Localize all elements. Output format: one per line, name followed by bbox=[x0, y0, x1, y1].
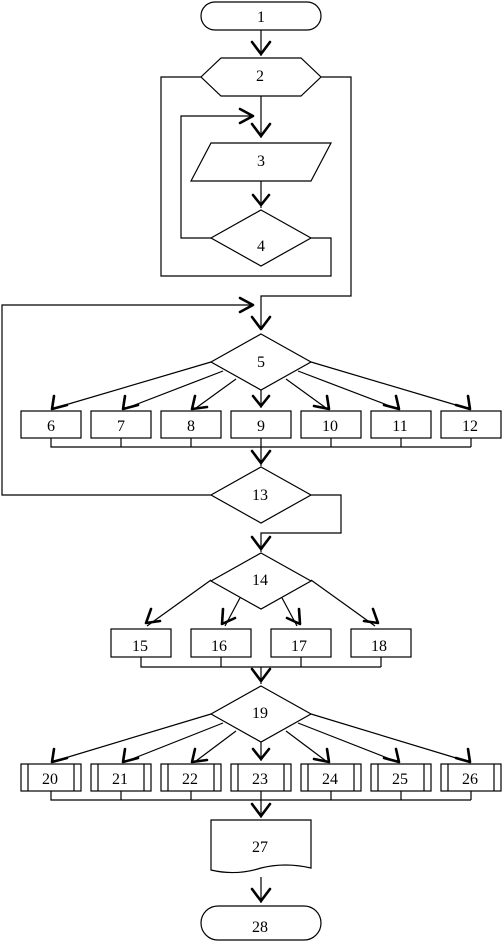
node-18-label: 18 bbox=[371, 638, 387, 655]
node-6-label: 6 bbox=[47, 418, 55, 435]
node-23-label: 23 bbox=[252, 771, 268, 788]
node-24-label: 24 bbox=[322, 771, 338, 788]
edge-13-loop-5 bbox=[1, 304, 252, 496]
node-26-label: 26 bbox=[462, 771, 478, 788]
arrowhead-icon bbox=[250, 535, 272, 551]
node-10-process: 10 bbox=[300, 410, 362, 439]
arrowhead-icon bbox=[250, 667, 272, 683]
branch-14-edges bbox=[144, 579, 380, 627]
node-20-predefined: 20 bbox=[20, 763, 82, 792]
node-13-decision: 13 bbox=[209, 466, 313, 524]
node-15-label: 15 bbox=[132, 638, 148, 655]
edge-13-14 bbox=[260, 494, 342, 552]
node-27-label: 27 bbox=[252, 839, 268, 856]
node-4-label: 4 bbox=[257, 238, 265, 255]
node-6-process: 6 bbox=[20, 410, 82, 439]
node-22-predefined: 22 bbox=[160, 763, 222, 792]
node-25-predefined: 25 bbox=[370, 763, 432, 792]
node-4-decision: 4 bbox=[209, 209, 313, 267]
arrowhead-icon bbox=[251, 193, 271, 207]
node-15-process: 15 bbox=[110, 628, 172, 658]
node-11-process: 11 bbox=[370, 410, 432, 439]
node-27-document: 27 bbox=[210, 819, 312, 874]
node-21-label: 21 bbox=[112, 771, 128, 788]
node-1-start: 1 bbox=[200, 1, 322, 31]
node-11-label: 11 bbox=[392, 418, 407, 435]
node-12-process: 12 bbox=[440, 410, 502, 439]
node-7-label: 7 bbox=[117, 418, 125, 435]
arrowhead-icon bbox=[238, 107, 255, 125]
node-9-process: 9 bbox=[230, 410, 292, 439]
node-21-predefined: 21 bbox=[90, 763, 152, 792]
arrowhead-icon bbox=[250, 449, 272, 465]
node-9-label: 9 bbox=[257, 418, 265, 435]
node-20-label: 20 bbox=[42, 771, 58, 788]
node-18-process: 18 bbox=[350, 628, 412, 658]
node-25-label: 25 bbox=[392, 771, 408, 788]
node-28-end: 28 bbox=[200, 905, 322, 941]
node-12-label: 12 bbox=[462, 418, 478, 435]
branch-19-edges bbox=[50, 713, 472, 764]
node-17-process: 17 bbox=[270, 628, 332, 658]
node-19-label: 19 bbox=[252, 705, 268, 722]
node-17-label: 17 bbox=[291, 638, 307, 655]
merge-6-12 bbox=[50, 438, 472, 466]
node-14-label: 14 bbox=[252, 572, 268, 589]
node-10-label: 10 bbox=[322, 418, 338, 435]
edge-4-loop-2 bbox=[160, 76, 332, 277]
node-16-label: 16 bbox=[211, 638, 227, 655]
arrowhead-icon bbox=[250, 887, 272, 903]
arrowhead-icon bbox=[250, 122, 272, 138]
merge-20-26 bbox=[50, 791, 472, 818]
edge-2-exit bbox=[260, 76, 352, 330]
node-8-label: 8 bbox=[187, 418, 195, 435]
arrowhead-icon bbox=[250, 315, 272, 331]
node-22-label: 22 bbox=[182, 771, 198, 788]
node-7-process: 7 bbox=[90, 410, 152, 439]
node-1-label: 1 bbox=[257, 9, 265, 26]
node-5-label: 5 bbox=[257, 354, 265, 371]
edge-4-loop-3 bbox=[180, 115, 252, 239]
node-3-io: 3 bbox=[190, 142, 332, 182]
arrowhead-icon bbox=[238, 296, 255, 314]
node-8-process: 8 bbox=[160, 410, 222, 439]
branch-5-edges bbox=[50, 361, 472, 411]
node-16-process: 16 bbox=[190, 628, 252, 658]
node-3-label: 3 bbox=[257, 153, 265, 170]
node-2-loop: 2 bbox=[200, 57, 322, 97]
node-28-label: 28 bbox=[252, 919, 268, 936]
node-24-predefined: 24 bbox=[300, 763, 362, 792]
node-23-predefined: 23 bbox=[230, 763, 292, 792]
node-19-decision: 19 bbox=[209, 685, 313, 743]
merge-15-18 bbox=[140, 657, 382, 684]
node-2-label: 2 bbox=[256, 68, 264, 85]
node-5-decision: 5 bbox=[209, 333, 313, 391]
node-14-decision: 14 bbox=[209, 552, 313, 610]
node-13-label: 13 bbox=[252, 487, 268, 504]
connectors bbox=[1, 30, 472, 903]
arrowhead-icon bbox=[250, 40, 272, 56]
arrowhead-icon bbox=[250, 802, 272, 818]
node-26-predefined: 26 bbox=[440, 763, 502, 792]
